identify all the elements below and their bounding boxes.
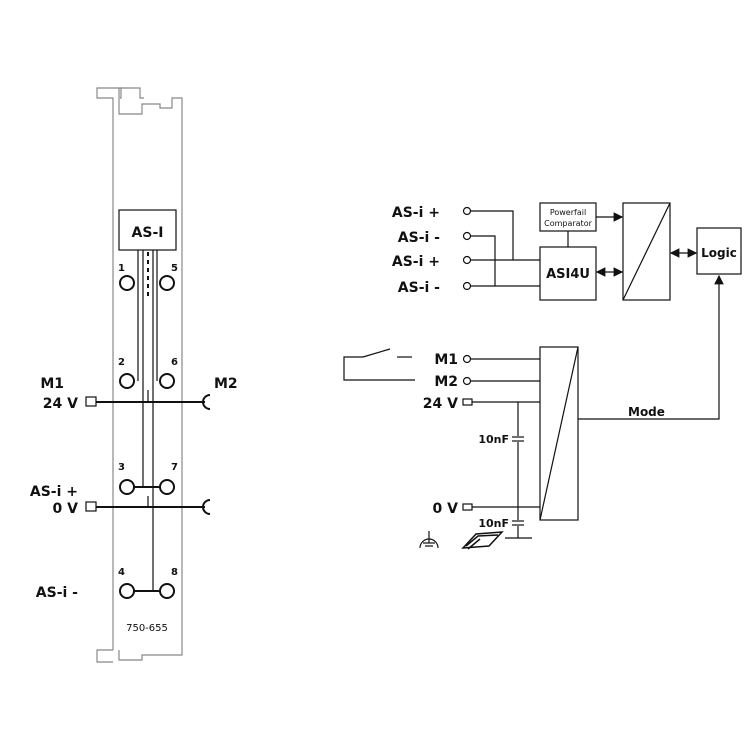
label-lower-0v: 0 V bbox=[433, 501, 459, 517]
module-title-box bbox=[118, 209, 177, 251]
terminal-3[interactable] bbox=[119, 479, 135, 495]
internal-wires bbox=[96, 250, 205, 592]
terminal-number: 7 bbox=[171, 462, 178, 473]
ground-icon bbox=[419, 531, 439, 549]
label-m1: M1 bbox=[40, 376, 64, 392]
input-asi-plus-1: AS-i + bbox=[392, 205, 440, 221]
comparator-label: Comparator bbox=[544, 219, 592, 228]
part-number: 750-655 bbox=[126, 623, 168, 634]
din-rail-icon bbox=[461, 531, 504, 550]
power-contact-spring bbox=[202, 499, 211, 515]
terminal-6[interactable] bbox=[159, 373, 175, 389]
mode-line bbox=[578, 274, 724, 420]
input-asi-minus-1: AS-i - bbox=[398, 230, 440, 246]
lower-converter-box bbox=[539, 346, 579, 521]
capacitor-2-label: 10nF bbox=[478, 517, 509, 530]
logic-box bbox=[696, 227, 742, 275]
label-asi-plus: AS-i + bbox=[30, 484, 78, 500]
terminal-7[interactable] bbox=[159, 479, 175, 495]
terminal-number: 1 bbox=[118, 263, 125, 274]
lower-input-wires bbox=[462, 354, 540, 539]
module-title: AS-I bbox=[132, 225, 164, 241]
terminal-number: 2 bbox=[118, 357, 125, 368]
powerfail-label: Powerfail bbox=[550, 208, 586, 217]
switch-symbol bbox=[343, 348, 415, 381]
logic-label: Logic bbox=[701, 246, 737, 260]
terminal-number: 6 bbox=[171, 357, 178, 368]
input-asi-minus-2: AS-i - bbox=[398, 280, 440, 296]
module-housing bbox=[96, 87, 183, 663]
terminal-5[interactable] bbox=[159, 275, 175, 291]
label-lower-m2: M2 bbox=[434, 374, 458, 390]
power-contact-square bbox=[85, 501, 97, 512]
label-asi-minus: AS-i - bbox=[36, 585, 78, 601]
label-24v: 24 V bbox=[43, 396, 78, 412]
label-0v: 0 V bbox=[53, 501, 79, 517]
label-m2: M2 bbox=[214, 376, 238, 392]
terminal-number: 3 bbox=[118, 462, 125, 473]
input-asi-plus-2: AS-i + bbox=[392, 254, 440, 270]
mode-label: Mode bbox=[628, 405, 665, 419]
asi4u-label: ASI4U bbox=[546, 267, 590, 282]
label-lower-m1: M1 bbox=[434, 352, 458, 368]
terminal-number: 4 bbox=[118, 567, 125, 578]
terminal-4[interactable] bbox=[119, 583, 135, 599]
power-contact-spring bbox=[202, 394, 211, 410]
capacitor-1-label: 10nF bbox=[478, 433, 509, 446]
power-contact-square bbox=[85, 396, 97, 407]
terminal-1[interactable] bbox=[119, 275, 135, 291]
terminal-number: 5 bbox=[171, 263, 178, 274]
label-lower-24v: 24 V bbox=[423, 396, 458, 412]
asi-input-wires bbox=[462, 206, 540, 291]
terminals bbox=[119, 275, 175, 599]
terminal-2[interactable] bbox=[119, 373, 135, 389]
terminal-8[interactable] bbox=[159, 583, 175, 599]
terminal-number: 8 bbox=[171, 567, 178, 578]
